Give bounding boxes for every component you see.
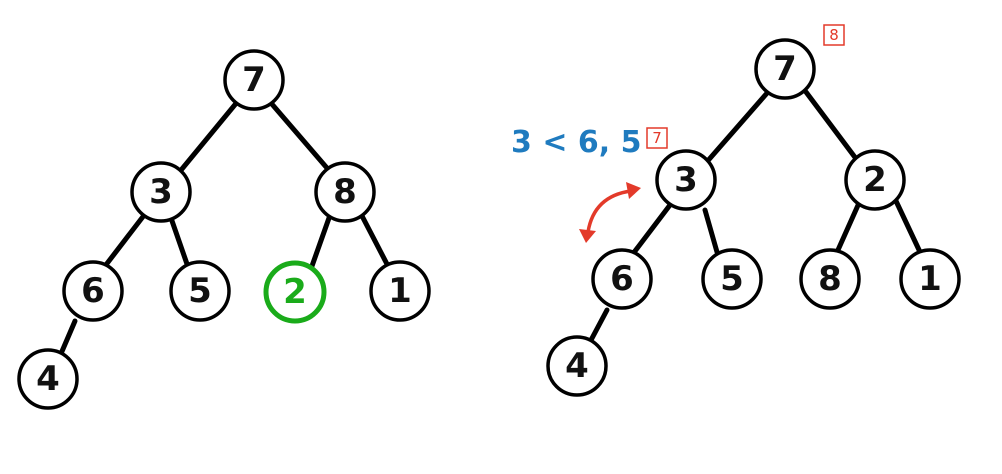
step-marker-left: 7: [646, 127, 668, 149]
edge-3-6: [99, 211, 148, 273]
left-node-6: 6: [62, 260, 124, 322]
node-value: 5: [188, 271, 212, 311]
node-value: 8: [818, 259, 842, 299]
node-value: 4: [36, 359, 60, 399]
curved-double-arrow-icon: [579, 182, 641, 243]
right-tree-edges: [587, 89, 923, 345]
left-node-2-highlighted: 2: [263, 260, 327, 324]
edge-3-6: [626, 202, 673, 262]
edge-2-1: [893, 198, 923, 255]
left-tree: 7 3 8 6 5 2 1 4: [17, 49, 431, 410]
edge-3-5: [168, 215, 190, 267]
left-node-5: 5: [169, 260, 231, 322]
left-node-1: 1: [369, 260, 431, 322]
right-node-root: 7: [754, 38, 816, 100]
right-node-5: 5: [701, 248, 763, 310]
node-value: 1: [388, 271, 412, 311]
edge-3-5: [702, 207, 720, 255]
right-tree: 7 3 2 6 5 8 1 4 3 < 6, 5: [511, 24, 961, 397]
left-node-4: 4: [17, 348, 79, 410]
right-node-3: 3: [655, 149, 717, 211]
node-value: 7: [773, 49, 797, 89]
node-value: 5: [720, 259, 744, 299]
edge-7-3: [702, 89, 771, 167]
left-node-8: 8: [314, 161, 376, 223]
comparison-label: 3 < 6, 5: [511, 125, 642, 160]
edge-7-8: [268, 100, 336, 178]
edge-6-4: [57, 318, 78, 359]
edge-8-1: [358, 211, 391, 269]
step-marker-value: 8: [829, 26, 839, 44]
node-value: 7: [242, 60, 266, 100]
left-node-3: 3: [130, 161, 192, 223]
node-value: 8: [333, 172, 357, 212]
edge-6-4: [587, 307, 610, 345]
node-value: 2: [863, 160, 887, 200]
edge-7-2: [803, 89, 860, 163]
right-node-4: 4: [546, 335, 608, 397]
node-value: 4: [565, 346, 589, 386]
edge-8-2: [309, 215, 332, 269]
node-value: 6: [81, 271, 105, 311]
step-marker-value: 7: [652, 129, 662, 147]
node-value: 3: [674, 160, 698, 200]
node-value: 1: [918, 259, 942, 299]
step-marker-root: 8: [823, 24, 845, 46]
right-node-8: 8: [799, 248, 861, 310]
right-node-1: 1: [899, 248, 961, 310]
left-tree-edges: [57, 98, 391, 359]
node-value: 3: [149, 172, 173, 212]
node-value: 6: [610, 259, 634, 299]
left-node-root: 7: [223, 49, 285, 111]
right-node-2: 2: [844, 149, 906, 211]
edge-7-3: [174, 98, 241, 178]
node-value: 2: [283, 272, 307, 312]
edge-2-8: [835, 200, 862, 253]
right-node-6: 6: [591, 248, 653, 310]
